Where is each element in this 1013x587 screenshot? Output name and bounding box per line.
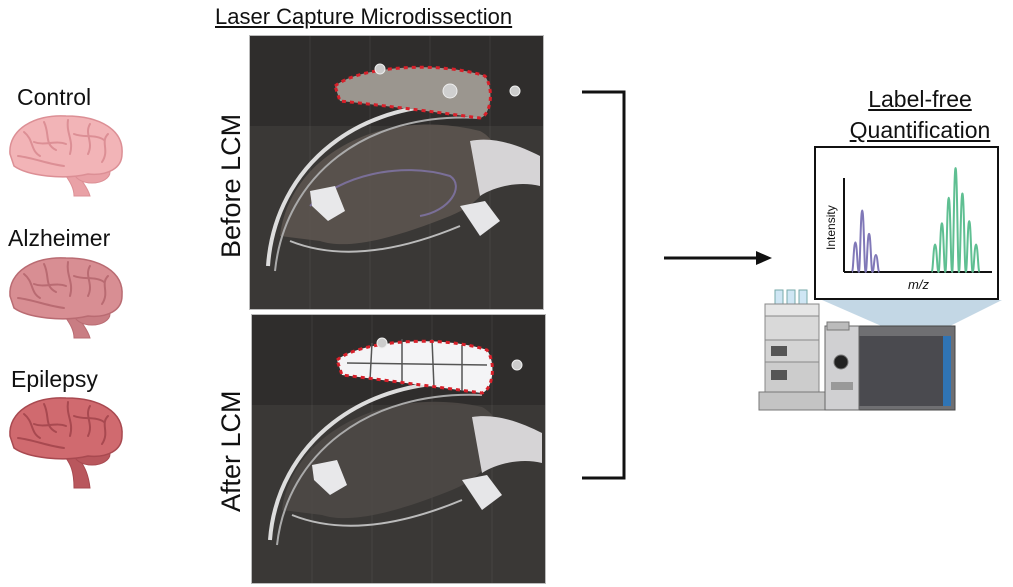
gyrus-fold <box>33 423 67 427</box>
gyrus-fold <box>101 133 109 163</box>
before-lcm-label: Before LCM <box>216 113 246 258</box>
group-label-alzheimer: Alzheimer <box>8 225 111 251</box>
gyrus-fold <box>73 133 105 141</box>
gyrus-fold <box>73 415 105 423</box>
gyrus-fold <box>23 273 41 299</box>
group-label-control: Control <box>17 84 92 110</box>
group-label-epilepsy: Epilepsy <box>11 366 98 392</box>
mass-spectrometer-icon <box>758 289 956 411</box>
y-axis-label: Intensity <box>824 205 838 250</box>
gyrus-fold <box>66 119 73 155</box>
cerebrum-shape <box>9 397 123 460</box>
arrow-right-icon <box>664 251 772 265</box>
spectrum-peak <box>964 220 974 273</box>
gyrus-fold <box>43 403 57 433</box>
gyrus-fold <box>23 131 41 157</box>
spectrum-peak <box>864 232 874 273</box>
gyrus-fold <box>87 265 91 297</box>
tissue-after-lcm-image <box>251 314 546 584</box>
gyrus-fold <box>33 141 67 145</box>
x-axis-label: m/z <box>908 277 929 292</box>
after-lcm-label: After LCM <box>216 390 246 512</box>
spectrum-peak <box>951 167 960 273</box>
gyrus-fold <box>73 275 105 283</box>
gyrus-fold <box>43 263 57 293</box>
bracket-connector <box>582 90 626 480</box>
gyrus-fold <box>66 401 73 437</box>
spectrum-chart <box>843 167 992 273</box>
gyrus-fold <box>43 121 57 151</box>
gyrus-fold <box>101 415 109 445</box>
gyrus-fold <box>17 155 65 167</box>
gyrus-fold <box>87 405 91 437</box>
gyrus-fold <box>87 123 91 155</box>
spectrum-peak <box>850 241 860 273</box>
gyrus-fold <box>23 413 41 439</box>
roi-outline-before <box>333 65 492 120</box>
gyrus-fold <box>33 283 67 287</box>
spectrum-peak <box>971 243 981 273</box>
cerebrum-shape <box>9 257 123 320</box>
tissue-before-lcm-image <box>249 35 544 310</box>
spectrum-peak <box>857 209 867 273</box>
brain-epilepsy-icon <box>9 397 123 489</box>
spectrum-peak <box>871 254 881 273</box>
gyrus-fold <box>17 437 65 449</box>
quant-title: Label-free Quantification <box>849 86 991 143</box>
roi-outline-after <box>335 339 494 395</box>
projection-beam <box>822 300 1002 342</box>
spectrum-peak <box>937 222 947 273</box>
spectrum-peak <box>930 243 940 273</box>
spectrum-peak <box>944 196 954 273</box>
gyrus-fold <box>101 275 109 305</box>
cerebrum-shape <box>9 115 123 178</box>
brain-control-icon <box>9 115 123 197</box>
spectrum-chart-frame: Intensity m/z <box>814 146 999 300</box>
lcm-title: Laser Capture Microdissection <box>215 4 513 29</box>
spectrum-peak <box>958 192 967 273</box>
gyrus-fold <box>66 261 73 297</box>
brain-alzheimer-icon <box>9 257 123 339</box>
gyrus-fold <box>17 297 65 309</box>
